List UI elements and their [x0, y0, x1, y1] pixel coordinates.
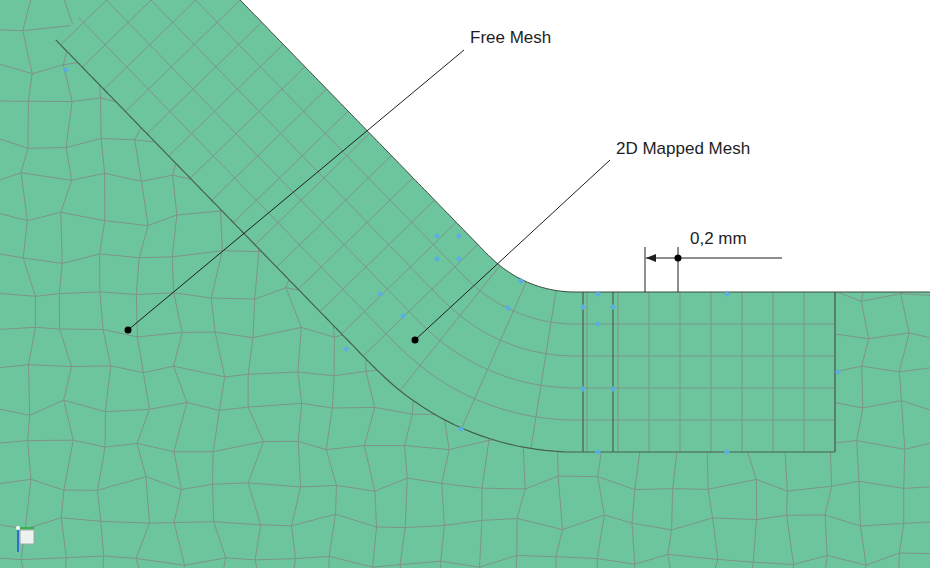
seed-marker: [458, 426, 464, 432]
dimension-line: [646, 258, 782, 259]
leader-dot: [412, 337, 419, 344]
axis-line: [18, 527, 34, 529]
seed-marker: [456, 256, 462, 262]
seed-marker: [610, 304, 616, 310]
axis-triad: [16, 526, 34, 552]
seed-marker: [434, 256, 440, 262]
seed-marker: [580, 304, 586, 310]
outside-area: [171, 0, 930, 292]
seed-marker: [343, 346, 349, 352]
leader-dot: [125, 327, 132, 334]
seed-marker: [400, 313, 406, 319]
leader-line: [128, 50, 464, 330]
seed-marker: [63, 67, 69, 73]
seed-marker: [724, 291, 730, 297]
seed-marker: [456, 233, 462, 239]
seed-marker: [505, 305, 511, 311]
dimension-label: 0,2 mm: [690, 229, 747, 249]
seed-marker: [595, 291, 601, 297]
seed-marker: [724, 449, 730, 455]
seed-marker: [610, 386, 616, 392]
seed-marker: [580, 386, 586, 392]
seed-marker: [835, 369, 841, 375]
axis-origin: [16, 526, 20, 530]
seed-marker: [595, 321, 601, 327]
seed-marker: [518, 278, 524, 284]
callout-label: 2D Mapped Mesh: [616, 139, 750, 159]
axis-line: [17, 528, 19, 552]
leader-line: [415, 160, 610, 340]
seed-marker: [595, 449, 601, 455]
axis-box: [20, 530, 34, 544]
seed-marker: [377, 291, 383, 297]
dimension-dot: [675, 255, 682, 262]
seed-marker: [434, 233, 440, 239]
dimension-arrow: [646, 254, 656, 262]
extension-line: [678, 247, 679, 292]
callout-label: Free Mesh: [470, 28, 551, 48]
extension-line: [645, 247, 646, 292]
